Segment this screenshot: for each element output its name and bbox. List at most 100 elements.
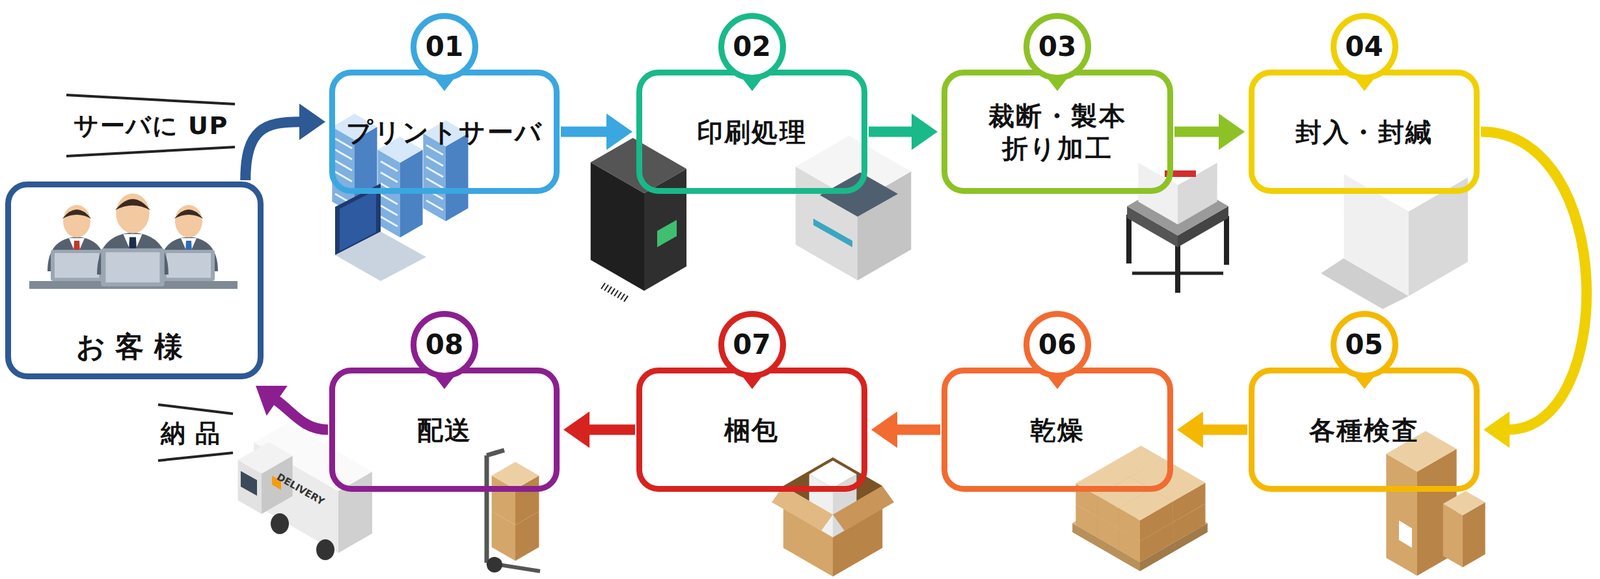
- arrow-head: [563, 411, 590, 449]
- truck-frame: [484, 455, 490, 563]
- rack-slot: [426, 167, 444, 177]
- barcode-bar: [607, 286, 612, 293]
- step-badge: 05: [1330, 311, 1399, 379]
- barcode-bar: [620, 294, 625, 300]
- rack-slot: [380, 205, 398, 216]
- step-number: 04: [1344, 33, 1383, 61]
- step-badge: 02: [718, 13, 787, 81]
- edge-label: 納品: [156, 415, 234, 452]
- block-top: [238, 442, 293, 475]
- rack-slot: [426, 178, 444, 189]
- arrow-shaft: [895, 424, 941, 436]
- box-flap: [771, 486, 833, 531]
- label-rule: [158, 452, 233, 461]
- laptop-lid: [54, 253, 99, 278]
- flow-arrow: [868, 113, 938, 151]
- process-box: 02印刷処理: [636, 69, 868, 194]
- flow-arrow: [1480, 132, 1587, 449]
- table-leg: [1223, 216, 1230, 265]
- flow-arrow: [245, 103, 326, 181]
- arrow-head: [606, 113, 633, 151]
- arrow-shaft: [1201, 424, 1248, 436]
- customer-figure: [96, 193, 169, 287]
- block-top: [1343, 139, 1468, 212]
- rack-slot: [335, 171, 353, 182]
- hair: [115, 199, 151, 211]
- step-number: 07: [732, 331, 771, 359]
- process-box: 05各種検査: [1248, 367, 1480, 492]
- edge-label: サーバに UP: [69, 108, 233, 144]
- block-top: [809, 460, 857, 489]
- rack-slot: [380, 194, 398, 205]
- sealed-package: [1343, 139, 1468, 297]
- table-leg: [1126, 214, 1132, 264]
- laptop-screen: [335, 183, 381, 256]
- process-box: 08配送: [329, 367, 560, 492]
- arrow-head: [1218, 113, 1245, 151]
- block-top: [491, 461, 540, 490]
- rack-slot: [426, 200, 444, 211]
- head: [175, 204, 203, 238]
- step-number: 03: [1038, 33, 1077, 61]
- arrow-shaft: [868, 126, 913, 138]
- process-box: 04封入・封緘: [1248, 69, 1480, 194]
- server-rack: [377, 136, 423, 238]
- carton: [1443, 491, 1486, 569]
- step-number: 01: [425, 33, 464, 61]
- van-window: [240, 471, 258, 496]
- step-badge: 08: [410, 311, 479, 379]
- hair: [174, 209, 204, 219]
- block-top: [1443, 491, 1486, 516]
- wheel: [316, 539, 335, 561]
- printed-label: [597, 279, 633, 306]
- process-box: 01プリントサーバ: [329, 69, 560, 194]
- step-number: 06: [1038, 331, 1077, 359]
- drying-carton: [1118, 489, 1173, 542]
- barcode-bar: [623, 296, 628, 302]
- copier-panel: [813, 218, 853, 248]
- box-label: 各種検査: [1309, 413, 1420, 447]
- process-box: 03裁断・製本 折り加工: [941, 69, 1174, 194]
- step-badge: 04: [1330, 13, 1399, 81]
- copier-glass: [819, 172, 898, 217]
- arrow-head: [1177, 411, 1204, 449]
- box-flap: [832, 486, 895, 531]
- step-number: 08: [425, 331, 464, 359]
- flow-arrow: [1177, 411, 1248, 449]
- arrow-shaft: [245, 121, 301, 181]
- label-rule: [66, 94, 235, 105]
- rack-slot: [380, 216, 398, 227]
- carton: [491, 461, 540, 526]
- barcode-bar: [610, 288, 615, 295]
- box-label: プリントサーバ: [346, 115, 544, 149]
- arrow-head: [1483, 411, 1510, 449]
- flow-arrow: [563, 411, 636, 449]
- step-number: 05: [1344, 331, 1383, 359]
- block-top: [1138, 139, 1217, 186]
- flow-arrow: [255, 385, 328, 431]
- laptop-lid: [166, 253, 211, 278]
- van-logo-text: DELIVERY: [274, 471, 326, 508]
- arrow-shaft: [1480, 132, 1587, 431]
- box-label: 乾燥: [1030, 413, 1086, 447]
- laptop: [100, 248, 165, 287]
- arrow-shaft: [560, 126, 608, 138]
- arrow-head: [255, 385, 288, 416]
- laptop: [50, 249, 103, 282]
- cutter-head: [1138, 139, 1217, 225]
- arrow-shaft: [1174, 126, 1221, 138]
- flow-arrow: [1174, 113, 1245, 151]
- laptop-display: [339, 189, 377, 252]
- arrow-head: [299, 103, 326, 140]
- box-label: 封入・封緘: [1295, 115, 1434, 149]
- flow-arrow: [560, 113, 633, 151]
- laptop: [162, 249, 215, 282]
- label-rule: [158, 404, 233, 414]
- wheel: [486, 556, 503, 573]
- label-rule: [66, 147, 235, 157]
- process-box: 06乾燥: [941, 367, 1174, 492]
- block-top: [1118, 489, 1173, 521]
- table-brace: [1132, 271, 1224, 276]
- box-label: 梱包: [724, 413, 780, 447]
